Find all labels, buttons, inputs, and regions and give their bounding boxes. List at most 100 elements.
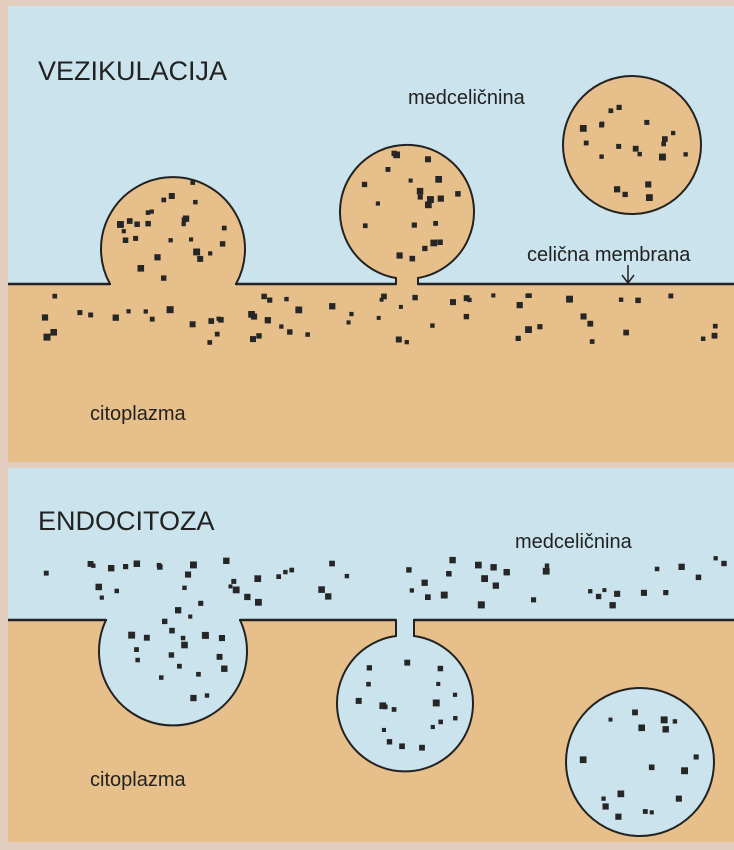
particle: [543, 568, 550, 575]
particle: [367, 665, 372, 670]
particle: [52, 294, 57, 299]
particle: [217, 654, 223, 660]
particle: [329, 303, 335, 309]
particle: [329, 561, 335, 567]
particle: [113, 315, 119, 321]
particle: [198, 601, 203, 606]
particle: [566, 296, 573, 303]
particle: [638, 725, 645, 732]
particle: [446, 571, 452, 577]
particle: [643, 809, 648, 814]
title-endocitoza: ENDOCITOZA: [38, 506, 215, 536]
particle: [88, 313, 93, 318]
particle: [399, 305, 403, 309]
particle: [138, 265, 145, 272]
particle: [435, 176, 442, 183]
particle: [88, 561, 94, 567]
particle: [438, 196, 444, 202]
particle: [181, 642, 188, 649]
particle: [638, 152, 642, 156]
particle: [681, 767, 688, 774]
particle: [646, 194, 653, 201]
particle: [673, 719, 677, 723]
particle: [254, 575, 261, 582]
particle: [208, 251, 212, 255]
particle: [217, 317, 221, 321]
particle: [197, 256, 203, 262]
particle: [661, 142, 666, 147]
particle: [128, 632, 135, 639]
particle: [222, 226, 227, 231]
particle: [713, 324, 718, 329]
particle: [587, 321, 593, 327]
internalized-vesicle: [566, 688, 714, 836]
particle: [679, 564, 685, 570]
particle: [614, 591, 620, 597]
particle: [231, 579, 236, 584]
particle: [410, 588, 414, 592]
particle: [215, 332, 220, 337]
particle: [295, 307, 302, 314]
particle: [668, 294, 673, 299]
particle: [623, 330, 629, 336]
particle: [123, 564, 128, 569]
particle: [169, 238, 173, 242]
particle: [122, 229, 126, 233]
particle: [410, 256, 416, 262]
particle: [177, 664, 182, 669]
label-celicna-membrana: celična membrana: [527, 244, 691, 266]
particle: [154, 254, 160, 260]
particle: [100, 596, 104, 600]
particle: [377, 316, 381, 320]
particle: [193, 200, 198, 205]
label-medcelicnina-bottom: medceličnina: [515, 531, 633, 553]
particle: [134, 222, 140, 228]
particle: [135, 658, 140, 663]
particle: [694, 754, 699, 759]
particle: [644, 120, 649, 125]
particle: [229, 584, 233, 588]
particle: [609, 108, 614, 113]
particle: [580, 756, 587, 763]
particle: [610, 602, 616, 608]
particle: [284, 297, 288, 301]
particle: [223, 558, 229, 564]
panel-vezikulacija: VEZIKULACIJA medceličnina celična membra…: [8, 6, 734, 462]
particle: [77, 310, 82, 315]
particle: [453, 693, 457, 697]
particle: [205, 693, 209, 697]
label-medcelicnina-top: medceličnina: [408, 87, 526, 109]
particle: [248, 311, 255, 318]
particle: [175, 607, 181, 613]
particle: [615, 814, 621, 820]
particle: [441, 592, 448, 599]
particle: [345, 574, 349, 578]
particle: [190, 695, 196, 701]
particle: [464, 295, 470, 301]
particle: [169, 628, 175, 634]
particle: [545, 564, 549, 568]
particle: [417, 188, 424, 195]
particle: [115, 589, 120, 594]
particle: [182, 586, 186, 590]
particle: [655, 567, 660, 572]
particle: [580, 125, 587, 132]
particle: [453, 716, 457, 720]
particle: [44, 334, 51, 341]
particle: [405, 340, 409, 344]
particle: [714, 556, 718, 560]
particle: [659, 154, 666, 161]
particle: [146, 210, 151, 215]
particle: [183, 216, 189, 222]
particle: [617, 105, 622, 110]
particle: [159, 675, 164, 680]
particle: [366, 682, 371, 687]
particle: [433, 700, 440, 707]
particle: [437, 240, 443, 246]
title-vezikulacija: VEZIKULACIJA: [38, 56, 227, 86]
particle: [96, 584, 103, 591]
particle: [133, 236, 138, 241]
particle: [399, 743, 405, 749]
particle: [430, 240, 437, 247]
